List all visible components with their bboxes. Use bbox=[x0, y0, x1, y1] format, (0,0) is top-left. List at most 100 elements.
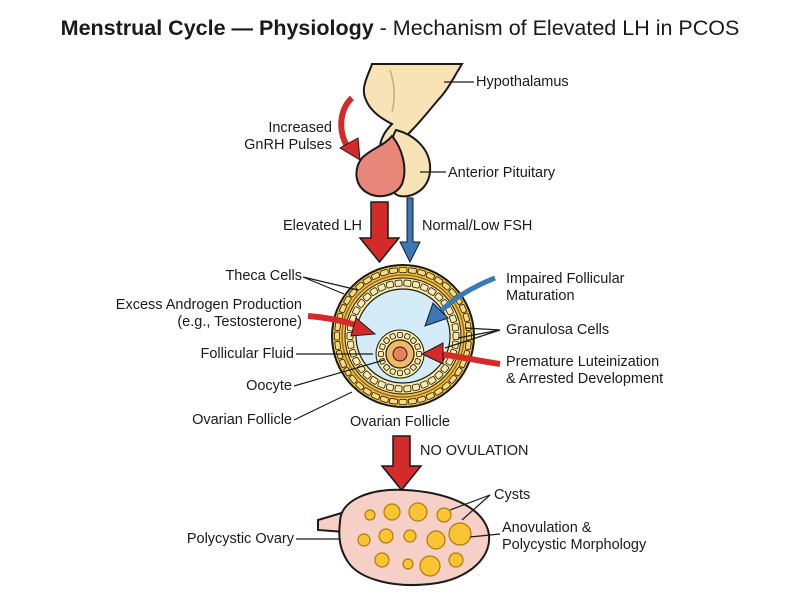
label-no-ovulation: NO OVULATION bbox=[420, 443, 529, 459]
granulosa-cell bbox=[411, 383, 421, 392]
cumulus-cell bbox=[404, 333, 411, 340]
theca-cell bbox=[425, 392, 435, 400]
theca-cell bbox=[398, 267, 408, 273]
label-hypothalamus: Hypothalamus bbox=[476, 74, 569, 90]
label-premature-luteinization: Premature Luteinization & Arrested Devel… bbox=[506, 354, 663, 388]
theca-cell bbox=[434, 276, 444, 285]
cyst bbox=[426, 530, 446, 550]
label-gnrh-line2: GnRH Pulses bbox=[244, 137, 332, 153]
label-theca-cells: Theca Cells bbox=[225, 268, 302, 284]
label-ovarian-follicle-left: Ovarian Follicle bbox=[192, 412, 292, 428]
theca-cells bbox=[334, 267, 472, 405]
granulosa-cell bbox=[440, 364, 450, 373]
label-elevated-lh: Elevated LH bbox=[283, 218, 362, 234]
granulosa-cell bbox=[411, 280, 421, 289]
theca-cell bbox=[441, 281, 451, 291]
cumulus-cell bbox=[404, 368, 411, 375]
granulosa-cell bbox=[346, 340, 355, 349]
label-anovulation-line2: Polycystic Morphology bbox=[502, 537, 647, 553]
theca-cell bbox=[379, 395, 389, 403]
oocyte-nucleus bbox=[392, 346, 408, 362]
theca-cell bbox=[355, 281, 365, 291]
label-anovulation: Anovulation & Polycystic Morphology bbox=[502, 520, 646, 554]
cyst bbox=[402, 558, 414, 570]
granulosa-cell bbox=[369, 376, 379, 385]
theca-cell bbox=[407, 267, 417, 274]
label-granulosa-cells: Granulosa Cells bbox=[506, 322, 610, 338]
page-title: Menstrual Cycle — Physiology - Mechanism… bbox=[0, 16, 800, 41]
theca-cell bbox=[398, 399, 408, 405]
cysts bbox=[357, 502, 472, 577]
cyst bbox=[403, 529, 417, 543]
theca-cell bbox=[441, 381, 451, 391]
theca-cell bbox=[339, 304, 347, 314]
polycystic-ovary bbox=[317, 488, 491, 586]
granulosa-cell bbox=[385, 280, 395, 289]
cumulus-cells bbox=[378, 332, 422, 376]
cumulus-cell bbox=[410, 364, 417, 371]
label-excess-androgen-line1: Excess Androgen Production bbox=[115, 297, 302, 313]
cyst bbox=[357, 533, 371, 547]
label-impaired-maturation-line1: Impaired Follicular bbox=[506, 271, 625, 287]
granulosa-cell bbox=[356, 299, 366, 308]
leader-lines bbox=[293, 81, 501, 540]
theca-cell bbox=[348, 374, 358, 384]
title-main: Menstrual Cycle — Physiology bbox=[60, 16, 374, 40]
cumulus-cell bbox=[397, 332, 403, 338]
label-impaired-maturation-line2: Maturation bbox=[506, 288, 575, 304]
cumulus-cell bbox=[416, 351, 422, 357]
cyst bbox=[383, 503, 401, 521]
title-sub: - Mechanism of Elevated LH in PCOS bbox=[373, 16, 740, 40]
granulosa-cell bbox=[352, 306, 361, 316]
theca-cell bbox=[334, 340, 341, 350]
label-follicular-fluid: Follicular Fluid bbox=[200, 346, 294, 362]
granulosa-cell bbox=[377, 283, 387, 292]
label-excess-androgen: Excess Androgen Production (e.g., Testos… bbox=[80, 297, 302, 331]
label-gnrh: Increased GnRH Pulses bbox=[220, 120, 332, 154]
granulosa-cell bbox=[385, 383, 395, 392]
theca-cell bbox=[362, 387, 372, 396]
cumulus-cell bbox=[389, 333, 396, 340]
granulosa-cells bbox=[346, 279, 460, 393]
granulosa-cell bbox=[352, 356, 361, 366]
granulosa-cell bbox=[394, 279, 403, 287]
cumulus-cell bbox=[414, 343, 421, 350]
granulosa-cell bbox=[419, 283, 429, 292]
cumulus-cell bbox=[383, 364, 390, 371]
granulosa-cell bbox=[394, 385, 403, 393]
label-gnrh-line1: Increased bbox=[268, 120, 332, 136]
anterior-pituitary-shape bbox=[355, 134, 406, 198]
granulosa-cell bbox=[452, 332, 460, 340]
cumulus-cell bbox=[379, 343, 386, 350]
cyst bbox=[408, 502, 428, 522]
cumulus-cell bbox=[383, 337, 390, 344]
cumulus-cell bbox=[397, 370, 403, 376]
androgen-arrow bbox=[307, 313, 377, 337]
label-premature-luteinization-line1: Premature Luteinization bbox=[506, 354, 660, 370]
label-impaired-maturation: Impaired Follicular Maturation bbox=[506, 271, 624, 305]
theca-cell bbox=[379, 269, 389, 277]
theca-cell bbox=[434, 387, 444, 396]
granulosa-cell bbox=[427, 376, 437, 385]
theca-cell bbox=[389, 267, 399, 274]
granulosa-cell bbox=[449, 314, 458, 324]
label-polycystic-ovary: Polycystic Ovary bbox=[186, 531, 294, 547]
no-ovulation-arrow bbox=[380, 435, 423, 492]
label-excess-androgen-line2: (e.g., Testosterone) bbox=[177, 314, 302, 330]
theca-cell bbox=[389, 398, 399, 405]
label-cysts: Cysts bbox=[494, 487, 531, 503]
theca-cell bbox=[459, 304, 467, 314]
cyst bbox=[448, 522, 472, 546]
theca-cell bbox=[448, 288, 458, 298]
theca-cell bbox=[355, 381, 365, 391]
granulosa-cell bbox=[369, 287, 379, 296]
cyst bbox=[364, 509, 376, 521]
theca-cell bbox=[425, 272, 435, 280]
granulosa-cell bbox=[451, 323, 460, 332]
cyst bbox=[419, 555, 441, 577]
theca-cell bbox=[417, 269, 427, 277]
cyst bbox=[436, 507, 452, 523]
theca-cell bbox=[371, 272, 381, 280]
granulosa-cell bbox=[434, 370, 444, 380]
